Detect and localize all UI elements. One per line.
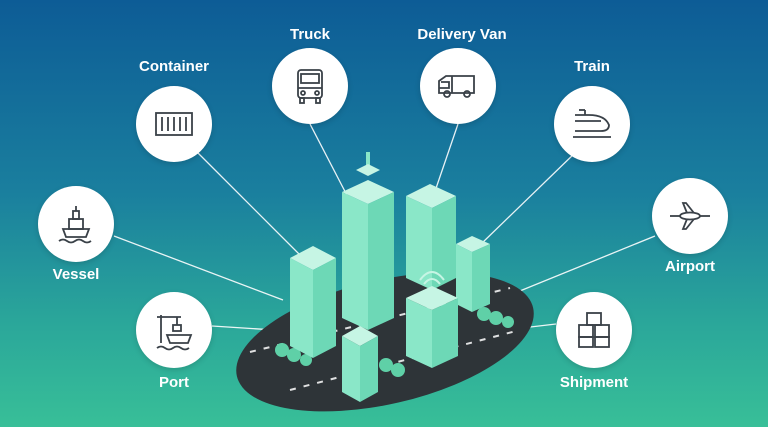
- truck-label: Truck: [290, 26, 330, 43]
- delivery-van-label: Delivery Van: [417, 26, 506, 43]
- building-left: [290, 246, 336, 358]
- vessel-node: [38, 186, 114, 262]
- train-icon: [569, 101, 615, 147]
- port-label: Port: [159, 374, 189, 391]
- shipment-label: Shipment: [560, 374, 628, 391]
- train-label: Train: [574, 58, 610, 75]
- truck-node: [272, 48, 348, 124]
- ship-icon: [53, 201, 99, 247]
- port-node: [136, 292, 212, 368]
- container-icon: [151, 101, 197, 147]
- building-tower: [342, 152, 394, 330]
- boxes-icon: [571, 307, 617, 353]
- van-icon: [435, 63, 481, 109]
- building-right: [456, 236, 490, 312]
- airport-node: [652, 178, 728, 254]
- container-node: [136, 86, 212, 162]
- train-node: [554, 86, 630, 162]
- airplane-icon: [667, 193, 713, 239]
- truck-icon: [287, 63, 333, 109]
- building-small-front: [342, 326, 378, 402]
- building-back-right: [406, 184, 456, 290]
- airport-label: Airport: [665, 258, 715, 275]
- port-crane-icon: [151, 307, 197, 353]
- delivery-van-node: [420, 48, 496, 124]
- vessel-label: Vessel: [53, 266, 100, 283]
- container-label: Container: [139, 58, 209, 75]
- shipment-node: [556, 292, 632, 368]
